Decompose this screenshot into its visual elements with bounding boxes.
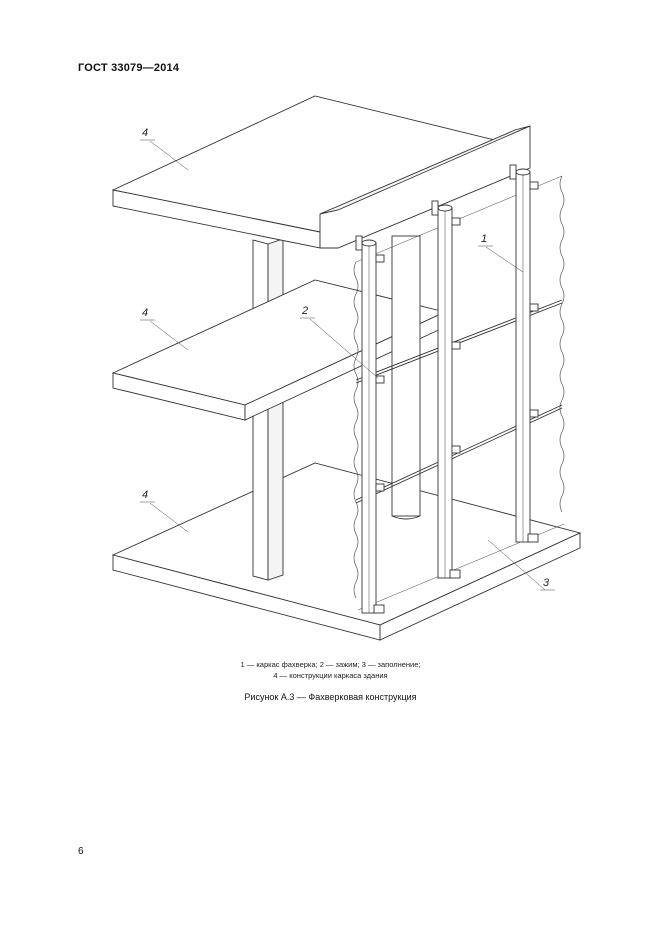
figure-legend-line-2: 4 — конструкции каркаса здания bbox=[273, 671, 388, 680]
frame-structure-drawing: 4 4 4 2 1 3 bbox=[111, 95, 582, 641]
svg-text:4: 4 bbox=[142, 307, 148, 319]
page-number: 6 bbox=[78, 846, 84, 857]
callout-4-top: 4 bbox=[140, 127, 189, 171]
top-slab bbox=[111, 95, 531, 249]
callout-1: 1 bbox=[478, 233, 524, 273]
frame-post-left bbox=[355, 235, 385, 614]
document-code: ГОСТ 33079—2014 bbox=[78, 62, 180, 74]
svg-text:1: 1 bbox=[481, 233, 487, 245]
svg-text:4: 4 bbox=[142, 489, 148, 501]
callout-4-bottom: 4 bbox=[140, 489, 189, 533]
svg-text:3: 3 bbox=[543, 577, 550, 589]
rear-column bbox=[391, 235, 421, 520]
bottom-slab bbox=[111, 462, 582, 641]
callout-2: 2 bbox=[300, 305, 379, 379]
svg-text:2: 2 bbox=[301, 305, 308, 317]
frame-post-right bbox=[509, 164, 539, 543]
callout-3: 3 bbox=[487, 539, 555, 591]
svg-text:4: 4 bbox=[142, 127, 148, 139]
frame-post-middle bbox=[431, 200, 461, 579]
figure-legend-line-1: 1 — каркас фахверка; 2 — зажим; 3 — запо… bbox=[240, 660, 421, 669]
figure-caption: Рисунок А.3 — Фахверковая конструкция bbox=[244, 692, 417, 702]
callout-4-middle: 4 bbox=[140, 307, 189, 351]
